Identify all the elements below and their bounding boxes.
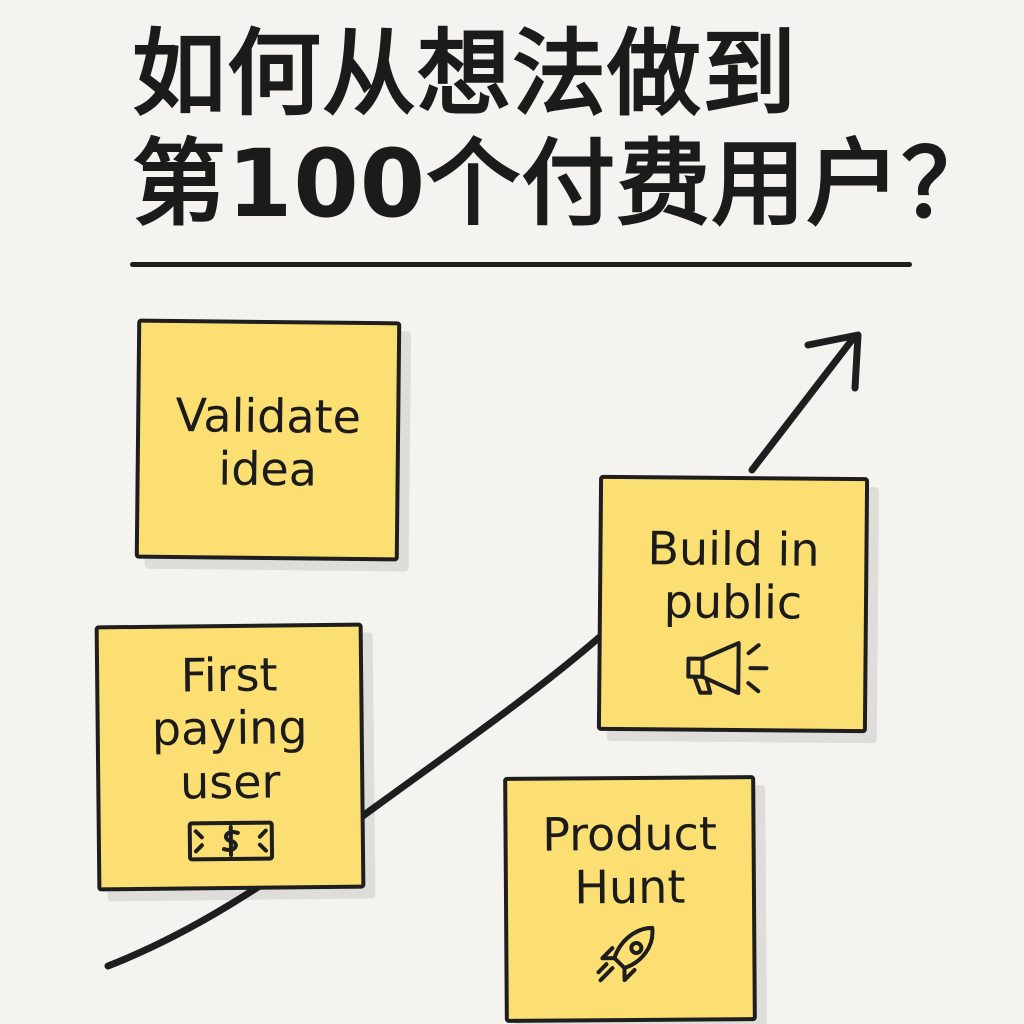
title-line-1: 如何从想法做到 — [132, 20, 798, 129]
arrow-shaft — [748, 332, 859, 474]
sticky-note-validate-idea: Validate idea — [134, 318, 402, 562]
note-label: First paying user — [151, 647, 308, 810]
note-label: Validate idea — [175, 387, 362, 497]
arrow-head — [804, 331, 862, 392]
note-label: Build in public — [647, 520, 820, 630]
title-line-2: 第100个付费用户？ — [132, 130, 997, 239]
sticky-note-build-in-public: Build in public — [596, 474, 870, 734]
dollar-bill-icon — [186, 817, 276, 866]
sticky-note-first-paying-user: First paying user — [94, 622, 366, 892]
note-label: Product Hunt — [542, 806, 718, 915]
rocket-icon — [590, 922, 670, 991]
megaphone-icon — [682, 637, 783, 700]
title-divider — [130, 262, 912, 267]
sticky-note-product-hunt: Product Hunt — [503, 775, 757, 1023]
